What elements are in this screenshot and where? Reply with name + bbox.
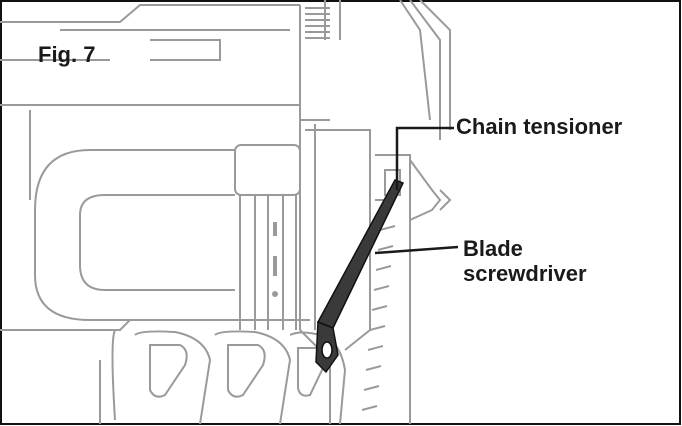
- blade-screwdriver-label-line2: screwdriver: [463, 261, 587, 287]
- cylinder-fins: [305, 0, 451, 140]
- lower-guard: [0, 319, 347, 425]
- front-handle: [34, 144, 301, 330]
- callout-leaders: [374, 126, 459, 255]
- blade-screwdriver-tool: [315, 179, 405, 374]
- figure-number: Fig. 7: [38, 42, 96, 67]
- guide-bar-chain: [361, 154, 452, 424]
- chain-tensioner-label: Chain tensioner: [456, 114, 623, 139]
- blade-screwdriver-label-line1: Blade: [463, 236, 523, 261]
- blade-screwdriver-label: Blade screwdriver: [463, 236, 587, 287]
- chainsaw-housing: [0, 0, 371, 424]
- handle-markings: [272, 222, 278, 297]
- blade-screwdriver-leader: [374, 245, 459, 255]
- chain-tensioner-leader: [395, 126, 454, 190]
